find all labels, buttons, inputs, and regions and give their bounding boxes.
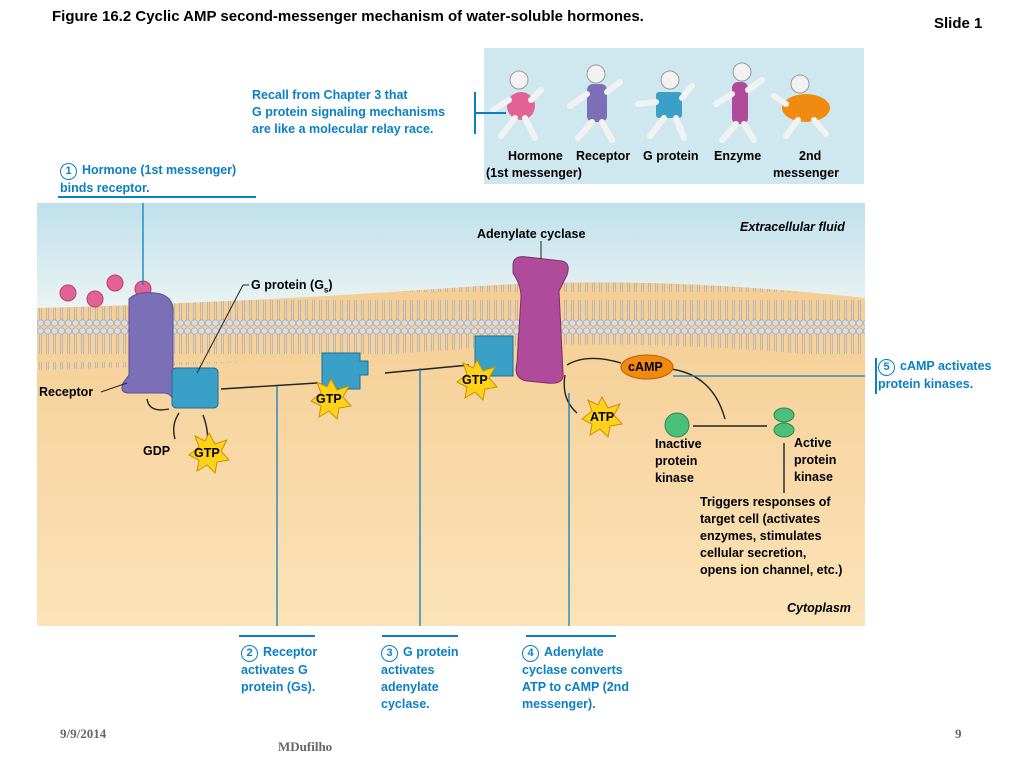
runner-g-protein (635, 70, 695, 141)
hormone-molecule (106, 274, 124, 292)
runner-label-enzyme: Enzyme (714, 149, 762, 163)
atp-starburst (581, 395, 623, 439)
adenylate-cyclase-enzyme (512, 256, 569, 384)
recall-connector (476, 112, 506, 114)
camp-molecule (620, 354, 674, 380)
g-protein-label-leader (196, 284, 244, 374)
gtp-starburst-2 (310, 377, 352, 421)
relay-race-panel: Hormone (1st messenger) Receptor G prote… (484, 48, 864, 184)
atp-label: ATP (590, 410, 615, 424)
step-3-rule (382, 635, 458, 637)
cell-diagram: Extracellular fluid Cytoplasm Adenylate … (37, 197, 875, 631)
arrow-camp-to-kinase (670, 368, 726, 420)
gtp-starburst-1 (188, 431, 230, 475)
runner-label-hormone: Hormone (508, 149, 563, 163)
step-1-underline (58, 196, 256, 198)
triggers-label: Triggers responses of target cell (activ… (700, 495, 843, 577)
figure-title: Figure 16.2 Cyclic AMP second-messenger … (52, 8, 644, 25)
g-protein-docked (474, 335, 514, 377)
relay-runners-illustration (490, 62, 830, 143)
runner-label-g-protein: G protein (643, 149, 699, 163)
inactive-kinase-shape (664, 412, 690, 438)
gtp-starburst-3 (456, 358, 498, 402)
cytoplasm-label: Cytoplasm (787, 601, 851, 615)
footer-page-number: 9 (955, 726, 962, 741)
hormone-molecule (86, 290, 104, 308)
camp-label: cAMP (628, 360, 663, 374)
active-kinase-shape (773, 407, 795, 423)
gtp-label-1: GTP (194, 446, 220, 460)
runner-label-second: 2nd (799, 149, 822, 163)
hormone-molecule (59, 284, 77, 302)
adenylate-cyclase-label: Adenylate cyclase (477, 227, 586, 241)
plasma-membrane (37, 282, 865, 370)
recall-bracket (474, 92, 476, 134)
runner-second-messenger (771, 74, 830, 139)
runner-receptor (567, 64, 623, 143)
recall-note: Recall from Chapter 3 that G protein sig… (252, 88, 446, 136)
step-2-rule (239, 635, 315, 637)
arrow-moving-to-cyclase (384, 364, 470, 374)
runner-enzyme (713, 62, 765, 143)
slide-label: Slide 1 (934, 15, 983, 32)
active-kinase-label: Active protein kinase (794, 436, 837, 484)
g-protein-inactive (171, 367, 219, 409)
membrane-scene (37, 197, 875, 631)
gtp-label-2: GTP (316, 392, 342, 406)
footer-author: MDufilho (278, 739, 333, 754)
runner-sublabel-hormone: (1st messenger) (486, 166, 582, 180)
arrow-gdp-release (146, 398, 170, 411)
gdp-label: GDP (143, 444, 171, 458)
extracellular-label: Extracellular fluid (740, 220, 845, 234)
receptor-label: Receptor (39, 385, 94, 399)
runner-hormone (490, 70, 544, 141)
footer-date: 9/9/2014 (60, 726, 107, 741)
arrow-to-camp (566, 357, 622, 366)
receptor-protein (121, 292, 174, 404)
step-4-rule (526, 635, 616, 637)
runner-sublabel-messenger: messenger (773, 166, 840, 180)
g-protein-label: G protein (Gs) (251, 278, 333, 295)
inactive-kinase-label: Inactive protein kinase (655, 437, 702, 485)
gtp-label-3: GTP (462, 373, 488, 387)
step-5-bracket (875, 358, 877, 394)
runner-label-receptor: Receptor (576, 149, 631, 163)
arrow-g-to-moving (220, 382, 318, 390)
